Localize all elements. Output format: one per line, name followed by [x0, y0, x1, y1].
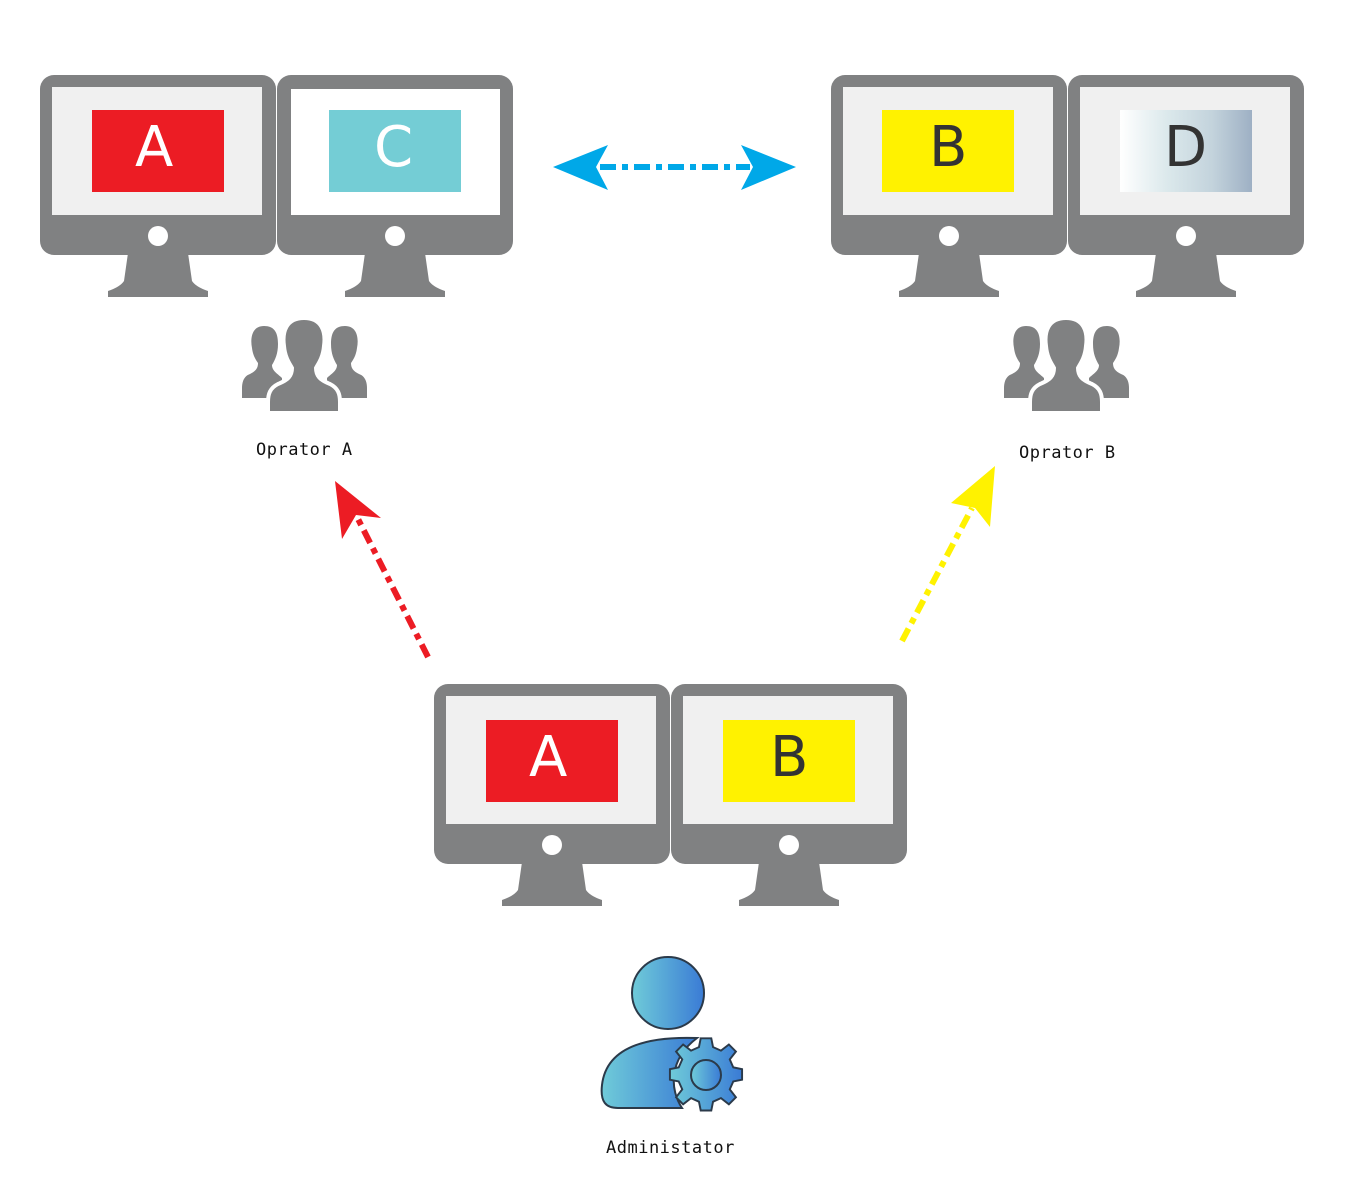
screen-tile-d [1120, 110, 1252, 192]
operator-a-monitor-c [277, 75, 513, 297]
administrator-label: Administator [606, 1138, 735, 1158]
admin-monitor-b [671, 684, 907, 906]
arrowhead-icon [335, 481, 381, 539]
screen-letter: B [770, 725, 809, 790]
screen-letter: A [135, 115, 174, 180]
screen-tile-b [723, 720, 855, 802]
arrow-admin-to-operator-a [335, 481, 431, 659]
user-group-icon [242, 318, 367, 413]
arrowhead-left-icon [553, 145, 608, 190]
admin-user-gear-icon [600, 956, 744, 1112]
operator-a-monitor-a [40, 75, 276, 297]
arrow-admin-to-operator-b [899, 466, 995, 643]
operator-b-label: Oprator B [1019, 443, 1116, 463]
screen-letter: B [929, 115, 968, 180]
screen-letter: A [529, 725, 568, 790]
screen-tile-a [486, 720, 618, 802]
admin-monitor-a [434, 684, 670, 906]
arrowhead-icon [951, 466, 995, 527]
operator-a-label: Oprator A [256, 440, 353, 460]
operator-b-monitor-b [831, 75, 1067, 297]
arrowhead-right-icon [741, 145, 796, 190]
screen-tile-c [329, 110, 461, 192]
user-group-icon [1004, 318, 1129, 413]
screen-tile-b [882, 110, 1014, 192]
screen-letter: D [1164, 115, 1208, 180]
screen-letter: C [374, 115, 414, 180]
screen-tile-a [92, 110, 224, 192]
sync-arrow-a-b [553, 145, 796, 190]
operator-b-monitor-d [1068, 75, 1304, 297]
